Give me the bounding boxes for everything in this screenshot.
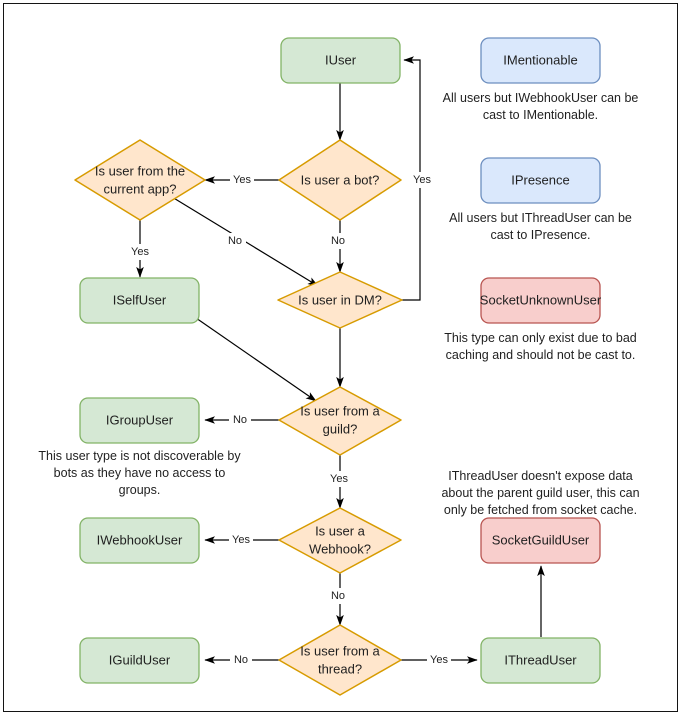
note-socketunknownuser: This type can only exist due to bad cach… xyxy=(444,331,637,362)
node-iselfuser[interactable]: ISelfUser xyxy=(79,277,200,324)
node-iwebhookuser[interactable]: IWebhookUser xyxy=(79,517,200,564)
node-is-user-in-dm-label: Is user in DM? xyxy=(298,292,382,307)
node-is-user-from-a-guild[interactable]: Is user from a guild? xyxy=(278,386,402,456)
node-iguilduser-label: IGuildUser xyxy=(109,652,171,667)
edge-label-webhook-no: No xyxy=(331,590,345,602)
node-socketguilduser[interactable]: SocketGuildUser xyxy=(480,517,601,564)
edge-label-webhook-yes: Yes xyxy=(232,534,250,546)
node-is-user-a-bot-label: Is user a bot? xyxy=(301,172,380,187)
note-igroupuser-line2: bots as they have no access to xyxy=(54,466,226,480)
nodes-layer: IUser IMentionable IPresence SocketUnkno… xyxy=(74,37,602,696)
note-igroupuser: This user type is not discoverable by bo… xyxy=(38,449,241,497)
note-ipresence-line2: cast to IPresence. xyxy=(490,228,590,242)
note-igroupuser-line1: This user type is not discoverable by xyxy=(38,449,241,463)
node-is-user-in-dm[interactable]: Is user in DM? xyxy=(277,271,403,329)
notes-layer: All users but IWebhookUser can be cast t… xyxy=(38,91,639,517)
node-iguilduser[interactable]: IGuildUser xyxy=(79,637,200,684)
node-iselfuser-label: ISelfUser xyxy=(113,292,167,307)
note-socketguilduser: IThreadUser doesn't expose data about th… xyxy=(441,469,639,517)
edge-label-thread-yes: Yes xyxy=(430,654,448,666)
node-igroupuser-label: IGroupUser xyxy=(106,412,174,427)
edge-iselfuser-to-isguild xyxy=(195,317,317,402)
node-imentionable[interactable]: IMentionable xyxy=(480,37,601,84)
node-is-user-from-current-app-label-line2: current app? xyxy=(104,181,177,196)
note-igroupuser-line3: groups. xyxy=(119,483,161,497)
node-ithreaduser-label: IThreadUser xyxy=(504,652,577,667)
node-igroupuser[interactable]: IGroupUser xyxy=(79,397,200,444)
node-is-user-from-a-guild-label-line1: Is user from a xyxy=(300,403,380,418)
note-ipresence-line1: All users but IThreadUser can be xyxy=(449,211,632,225)
note-socketunknownuser-line1: This type can only exist due to bad xyxy=(444,331,637,345)
node-is-user-a-webhook-label-line1: Is user a xyxy=(315,523,366,538)
node-iuser-label: IUser xyxy=(325,52,357,67)
note-imentionable: All users but IWebhookUser can be cast t… xyxy=(443,91,639,122)
node-is-user-a-bot[interactable]: Is user a bot? xyxy=(278,139,402,221)
edge-label-dm-yes: Yes xyxy=(413,174,431,186)
note-imentionable-line2: cast to IMentionable. xyxy=(483,108,598,122)
note-socketguilduser-line1: IThreadUser doesn't expose data xyxy=(448,469,632,483)
node-is-user-from-a-thread-label-line2: thread? xyxy=(318,661,362,676)
node-is-user-from-a-guild-label-line2: guild? xyxy=(323,421,358,436)
node-is-user-a-webhook-label-line2: Webhook? xyxy=(309,541,371,556)
edge-label-currentapp-no: No xyxy=(228,235,242,247)
edge-label-currentapp-yes: Yes xyxy=(131,246,149,258)
note-socketunknownuser-line2: caching and should not be cast to. xyxy=(446,348,636,362)
edge-label-thread-no: No xyxy=(234,654,248,666)
note-socketguilduser-line2: about the parent guild user, this can xyxy=(441,486,639,500)
node-is-user-a-webhook[interactable]: Is user a Webhook? xyxy=(278,507,402,574)
note-ipresence: All users but IThreadUser can be cast to… xyxy=(449,211,632,242)
edge-label-bot-yes: Yes xyxy=(233,174,251,186)
node-socketguilduser-label: SocketGuildUser xyxy=(492,532,590,547)
edge-label-guild-yes: Yes xyxy=(330,473,348,485)
node-iuser[interactable]: IUser xyxy=(280,37,401,84)
node-ipresence-label: IPresence xyxy=(511,172,570,187)
node-is-user-from-a-thread-label-line1: Is user from a xyxy=(300,643,380,658)
edge-label-guild-no: No xyxy=(233,414,247,426)
edge-labels-layer: Yes No Yes Yes No No Yes Yes No No Yes xyxy=(128,172,451,668)
node-is-user-from-current-app-label-line1: Is user from the xyxy=(95,163,185,178)
node-socketunknownuser-label: SocketUnknownUser xyxy=(480,292,602,307)
node-ipresence[interactable]: IPresence xyxy=(480,157,601,204)
node-iwebhookuser-label: IWebhookUser xyxy=(97,532,183,547)
node-ithreaduser[interactable]: IThreadUser xyxy=(480,637,601,684)
edge-label-bot-no: No xyxy=(331,235,345,247)
node-imentionable-label: IMentionable xyxy=(503,52,577,67)
note-socketguilduser-line3: only be fetched from socket cache. xyxy=(444,503,637,517)
node-is-user-from-current-app[interactable]: Is user from the current app? xyxy=(74,139,206,221)
note-imentionable-line1: All users but IWebhookUser can be xyxy=(443,91,639,105)
node-is-user-from-a-thread[interactable]: Is user from a thread? xyxy=(278,624,402,696)
node-socketunknownuser[interactable]: SocketUnknownUser xyxy=(480,277,602,324)
